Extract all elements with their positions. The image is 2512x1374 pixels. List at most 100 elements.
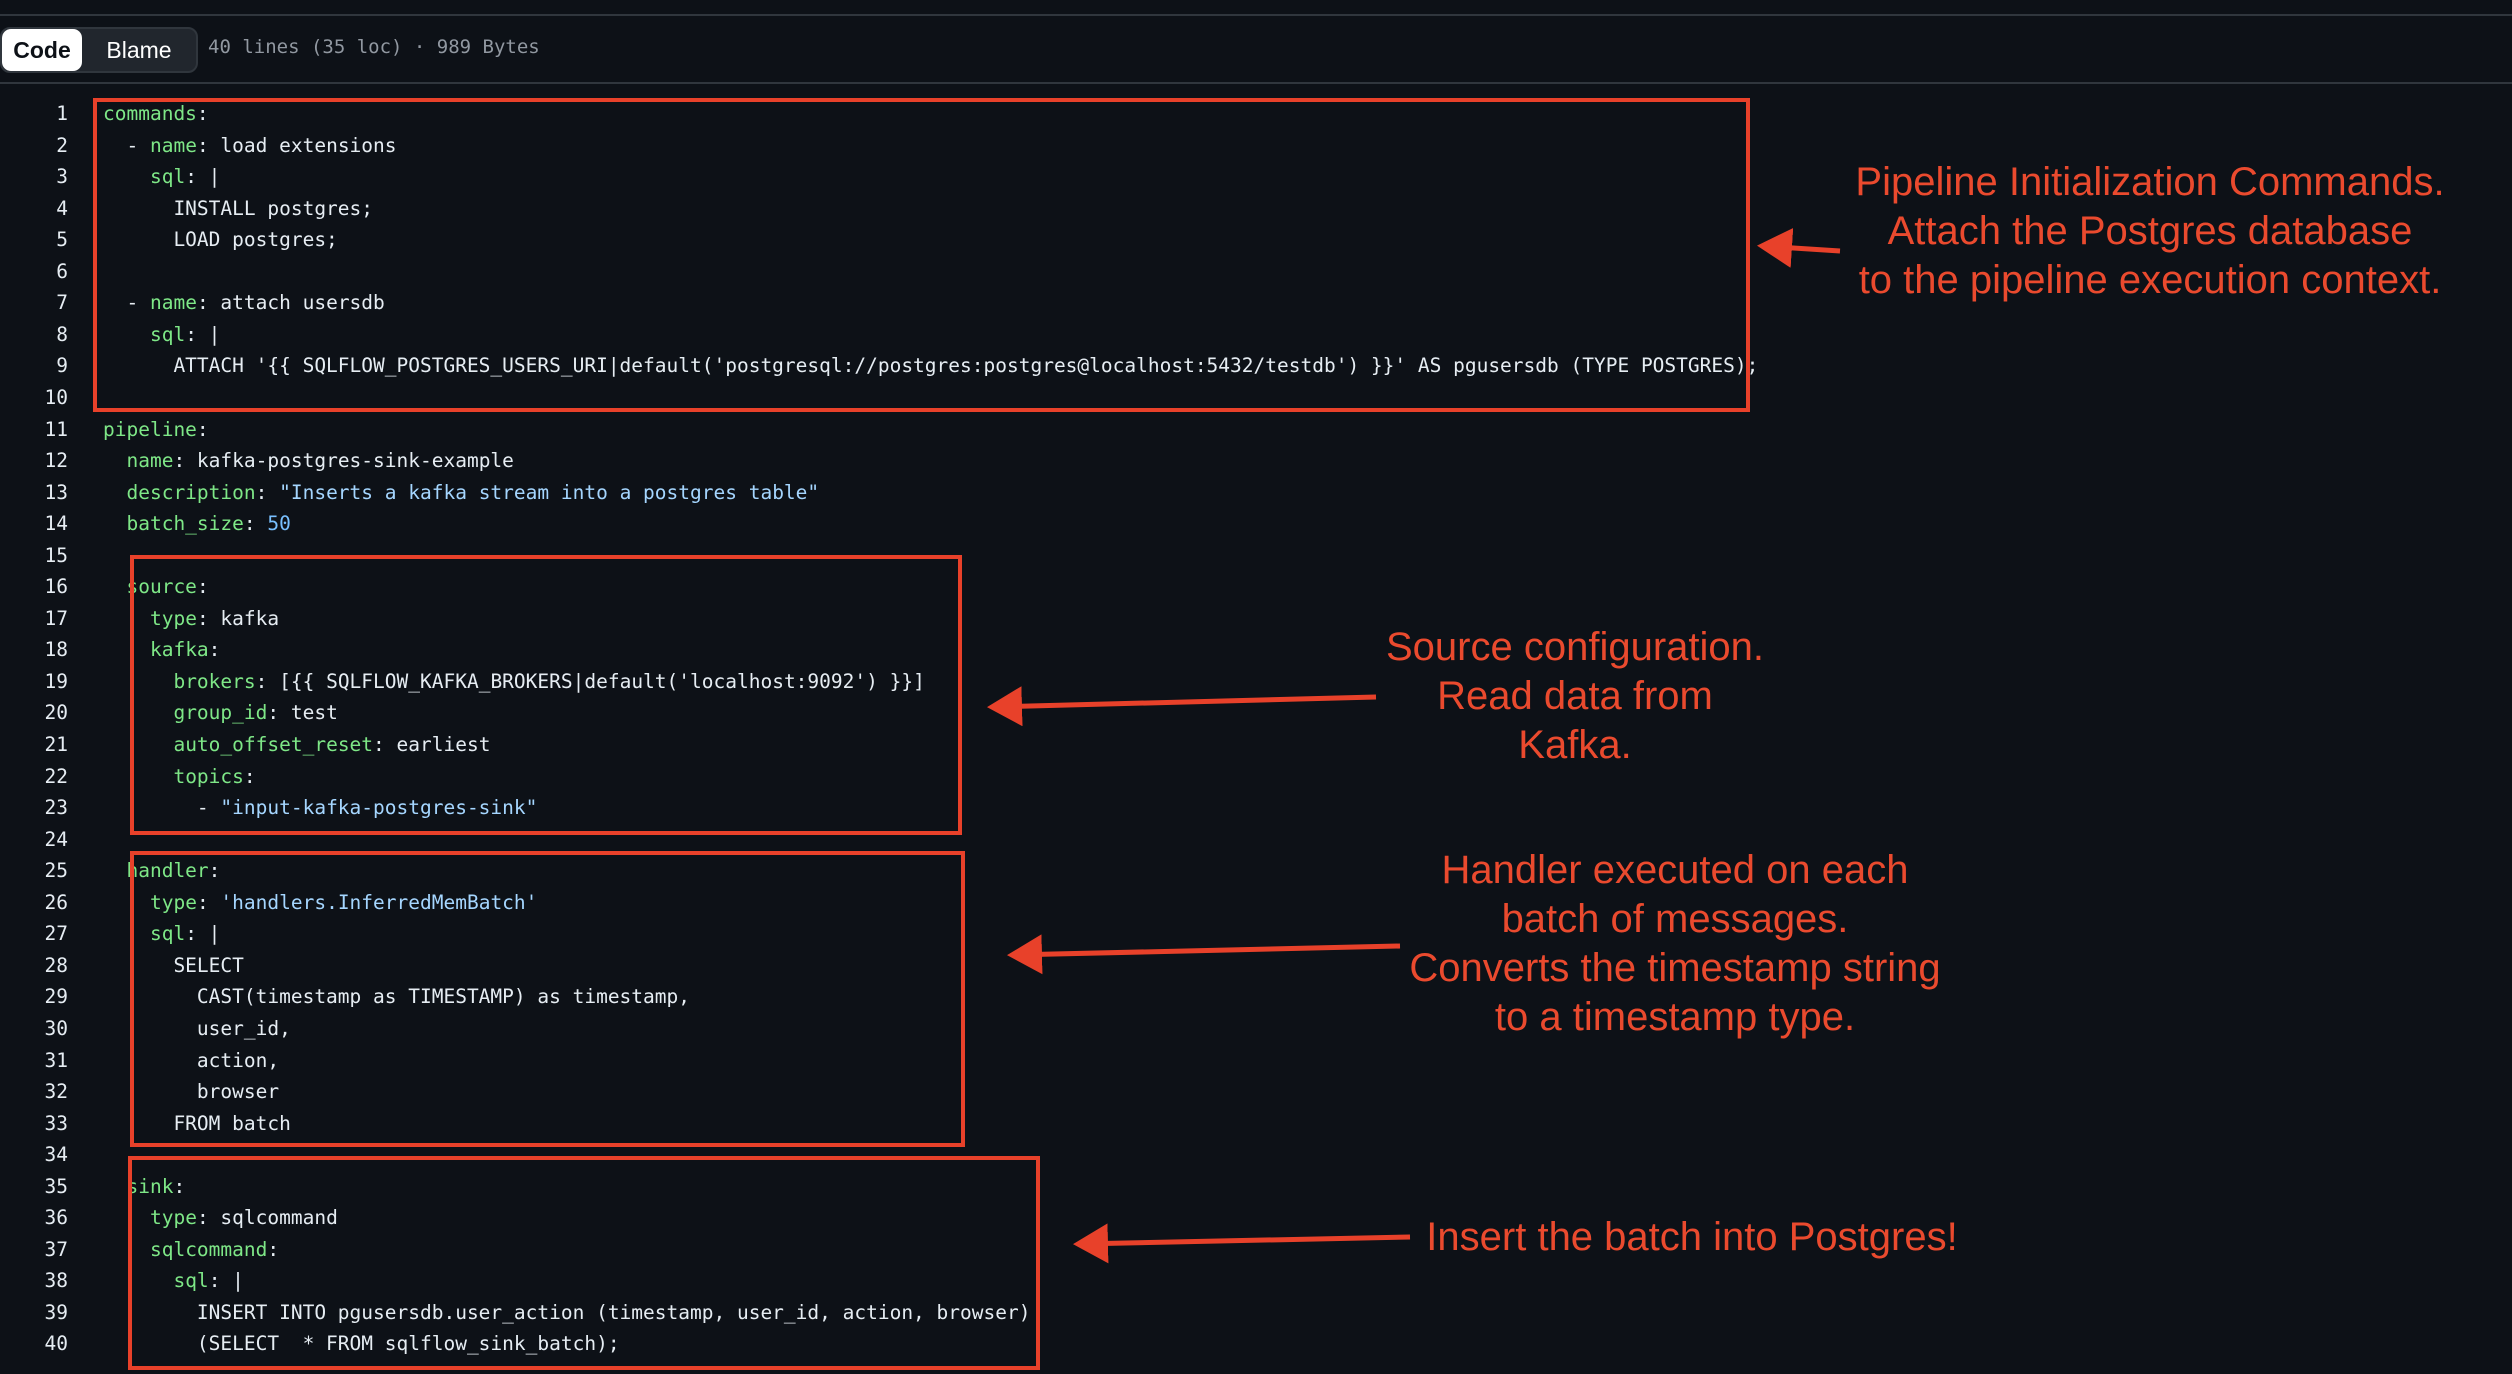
line-number[interactable]: 20 bbox=[44, 701, 68, 725]
code-line: 18 kafka: bbox=[0, 634, 2512, 666]
code-text: LOAD postgres; bbox=[103, 224, 338, 256]
code-token: brokers bbox=[173, 669, 256, 693]
line-number[interactable]: 7 bbox=[56, 291, 68, 315]
code-text: source: bbox=[103, 571, 208, 603]
line-number[interactable]: 9 bbox=[56, 354, 68, 378]
line-number[interactable]: 22 bbox=[44, 764, 68, 788]
code-token: batch_size bbox=[126, 512, 244, 536]
line-number[interactable]: 31 bbox=[44, 1048, 68, 1072]
code-button[interactable]: Code bbox=[2, 29, 82, 71]
code-text: batch_size: 50 bbox=[103, 508, 291, 540]
code-text: auto_offset_reset: earliest bbox=[103, 729, 490, 761]
line-number[interactable]: 2 bbox=[56, 133, 68, 157]
code-line: 40 (SELECT * FROM sqlflow_sink_batch); bbox=[0, 1328, 2512, 1360]
code-token: - bbox=[103, 291, 150, 315]
code-line: 7 - name: attach usersdb bbox=[0, 287, 2512, 319]
code-token: ATTACH '{{ SQLFLOW_POSTGRES_USERS_URI|de… bbox=[103, 354, 1759, 378]
code-text: CAST(timestamp as TIMESTAMP) as timestam… bbox=[103, 981, 690, 1013]
top-border bbox=[0, 0, 2512, 16]
line-number[interactable]: 21 bbox=[44, 733, 68, 756]
code-line: 35 sink: bbox=[0, 1171, 2512, 1203]
line-number[interactable]: 23 bbox=[44, 796, 68, 820]
line-number[interactable]: 3 bbox=[56, 165, 68, 189]
line-number[interactable]: 19 bbox=[44, 669, 68, 693]
code-token: : load extensions bbox=[196, 133, 397, 157]
line-number[interactable]: 10 bbox=[44, 385, 68, 409]
line-number[interactable]: 11 bbox=[44, 417, 68, 441]
code-line: 37 sqlcommand: bbox=[0, 1234, 2512, 1266]
code-line: 20 group_id: test bbox=[0, 697, 2512, 729]
code-token: pipeline bbox=[103, 417, 197, 441]
line-number[interactable]: 29 bbox=[44, 985, 68, 1009]
code-line: 39 INSERT INTO pgusersdb.user_action (ti… bbox=[0, 1297, 2512, 1329]
code-token: : test bbox=[267, 701, 338, 725]
line-number[interactable]: 34 bbox=[44, 1143, 68, 1167]
source-annotation: Source configuration. Read data from Kaf… bbox=[1385, 625, 1764, 767]
line-number[interactable]: 36 bbox=[44, 1206, 68, 1230]
code-line: 28 SELECT bbox=[0, 950, 2512, 982]
line-number[interactable]: 16 bbox=[44, 575, 68, 599]
line-number[interactable]: 39 bbox=[44, 1300, 68, 1324]
line-number[interactable]: 24 bbox=[44, 827, 68, 851]
line-number[interactable]: 37 bbox=[44, 1237, 68, 1261]
code-line: 25 handler: bbox=[0, 855, 2512, 887]
code-token: sql bbox=[173, 1269, 209, 1293]
code-text: brokers: [{{ SQLFLOW_KAFKA_BROKERS|defau… bbox=[103, 666, 924, 698]
sink-arrow bbox=[1073, 1223, 1411, 1264]
code-token: : bbox=[196, 890, 221, 914]
code-token: : kafka-postgres-sink-example bbox=[173, 449, 514, 473]
code-line: 19 brokers: [{{ SQLFLOW_KAFKA_BROKERS|de… bbox=[0, 666, 2512, 698]
line-number[interactable]: 38 bbox=[44, 1269, 68, 1293]
line-number[interactable]: 26 bbox=[44, 890, 68, 914]
code-token: 50 bbox=[267, 512, 291, 536]
line-number[interactable]: 5 bbox=[56, 228, 68, 252]
code-token: : kafka bbox=[196, 606, 280, 630]
line-number[interactable]: 27 bbox=[44, 922, 68, 946]
code-token: : bbox=[243, 512, 268, 536]
code-text: kafka: bbox=[103, 634, 220, 666]
code-line: 31 action, bbox=[0, 1045, 2512, 1077]
code-token: name bbox=[149, 133, 197, 157]
code-line: 8 sql: | bbox=[0, 319, 2512, 351]
line-number[interactable]: 14 bbox=[44, 512, 68, 536]
line-number[interactable]: 18 bbox=[44, 638, 68, 662]
line-number[interactable]: 13 bbox=[44, 480, 68, 504]
line-number[interactable]: 4 bbox=[56, 196, 68, 220]
code-line: 4 INSTALL postgres; bbox=[0, 193, 2512, 225]
code-token: LOAD postgres; bbox=[103, 228, 338, 252]
line-number[interactable]: 35 bbox=[44, 1174, 68, 1198]
line-number[interactable]: 8 bbox=[56, 322, 68, 346]
code-line: 5 LOAD postgres; bbox=[0, 224, 2512, 256]
line-number[interactable]: 1 bbox=[56, 102, 68, 125]
line-number[interactable]: 17 bbox=[44, 606, 68, 630]
line-number[interactable]: 32 bbox=[44, 1080, 68, 1104]
line-number[interactable]: 6 bbox=[56, 259, 68, 283]
code-token: : | bbox=[208, 1269, 244, 1293]
code-text: name: kafka-postgres-sink-example bbox=[103, 445, 514, 477]
code-text: sql: | bbox=[103, 918, 220, 950]
code-token: FROM batch bbox=[103, 1111, 291, 1135]
code-text: sink: bbox=[103, 1171, 185, 1203]
line-number[interactable]: 12 bbox=[44, 449, 68, 473]
code-token: : attach usersdb bbox=[196, 291, 385, 315]
line-number[interactable]: 30 bbox=[44, 1016, 68, 1040]
blame-button[interactable]: Blame bbox=[106, 36, 172, 63]
code-text: - name: attach usersdb bbox=[103, 287, 385, 319]
code-text: ATTACH '{{ SQLFLOW_POSTGRES_USERS_URI|de… bbox=[103, 350, 1758, 382]
source-highlight-box bbox=[130, 555, 962, 835]
code-line: 12 name: kafka-postgres-sink-example bbox=[0, 445, 2512, 477]
line-number[interactable]: 15 bbox=[44, 543, 68, 567]
line-number[interactable]: 28 bbox=[44, 953, 68, 977]
code-token: - bbox=[103, 796, 221, 820]
code-token: sql bbox=[149, 922, 186, 946]
code-token: group_id bbox=[173, 701, 268, 725]
line-number[interactable]: 40 bbox=[44, 1332, 68, 1356]
code-token: : bbox=[208, 638, 221, 662]
line-number[interactable]: 33 bbox=[44, 1111, 68, 1135]
code-token: sqlcommand bbox=[149, 1237, 268, 1261]
line-number[interactable]: 25 bbox=[44, 859, 68, 883]
code-text: SELECT bbox=[103, 950, 243, 982]
view-mode-toggle: Code Blame bbox=[0, 27, 198, 73]
code-text: handler: bbox=[103, 855, 220, 887]
